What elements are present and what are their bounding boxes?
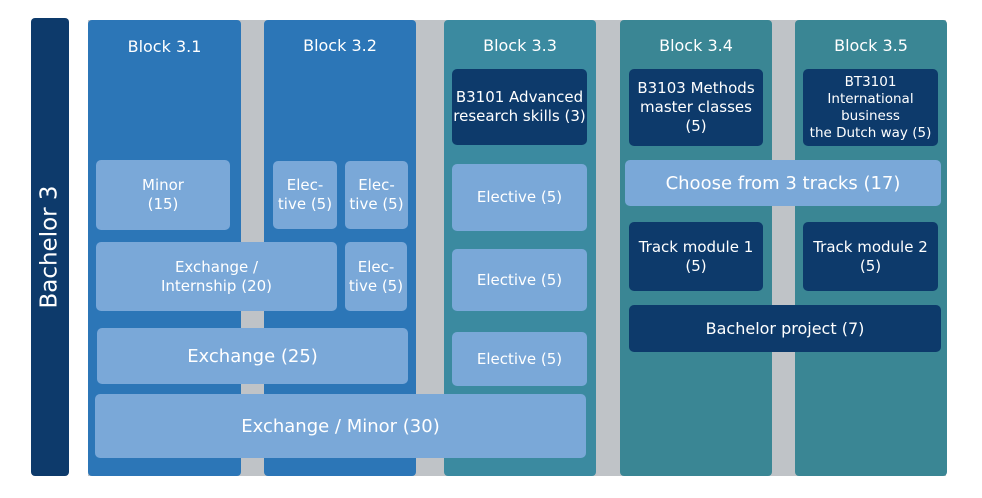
year-label: Bachelor 3 [31, 18, 69, 476]
module-elective: Elective (5) [452, 249, 587, 311]
column-title-3-3: Block 3.3 [483, 36, 557, 55]
module-elective: Elective (5) [452, 332, 587, 386]
module-elective: Elec- tive (5) [273, 161, 337, 229]
year-label-text: Bachelor 3 [37, 185, 64, 309]
module-elective: Elec- tive (5) [345, 242, 407, 311]
module-bt3101: BT3101 International business the Dutch … [803, 69, 938, 146]
module-minor: Minor (15) [96, 160, 230, 230]
module-b3101: B3101 Advanced research skills (3) [452, 69, 587, 145]
module-b3103: B3103 Methods master classes (5) [629, 69, 763, 146]
module-exchange-minor-30: Exchange / Minor (30) [95, 394, 586, 458]
module-elective: Elec- tive (5) [345, 161, 408, 229]
module-exchange-25: Exchange (25) [97, 328, 408, 384]
module-exchange-internship: Exchange / Internship (20) [96, 242, 337, 311]
module-bachelor-project: Bachelor project (7) [629, 305, 941, 352]
module-elective: Elective (5) [452, 164, 587, 231]
column-title-3-2: Block 3.2 [303, 36, 377, 55]
module-track-2: Track module 2 (5) [803, 222, 938, 291]
module-choose-tracks: Choose from 3 tracks (17) [625, 160, 941, 206]
column-title-3-5: Block 3.5 [834, 36, 908, 55]
column-title-3-1: Block 3.1 [127, 37, 202, 56]
module-track-1: Track module 1 (5) [629, 222, 763, 291]
column-title-3-4: Block 3.4 [659, 36, 733, 55]
